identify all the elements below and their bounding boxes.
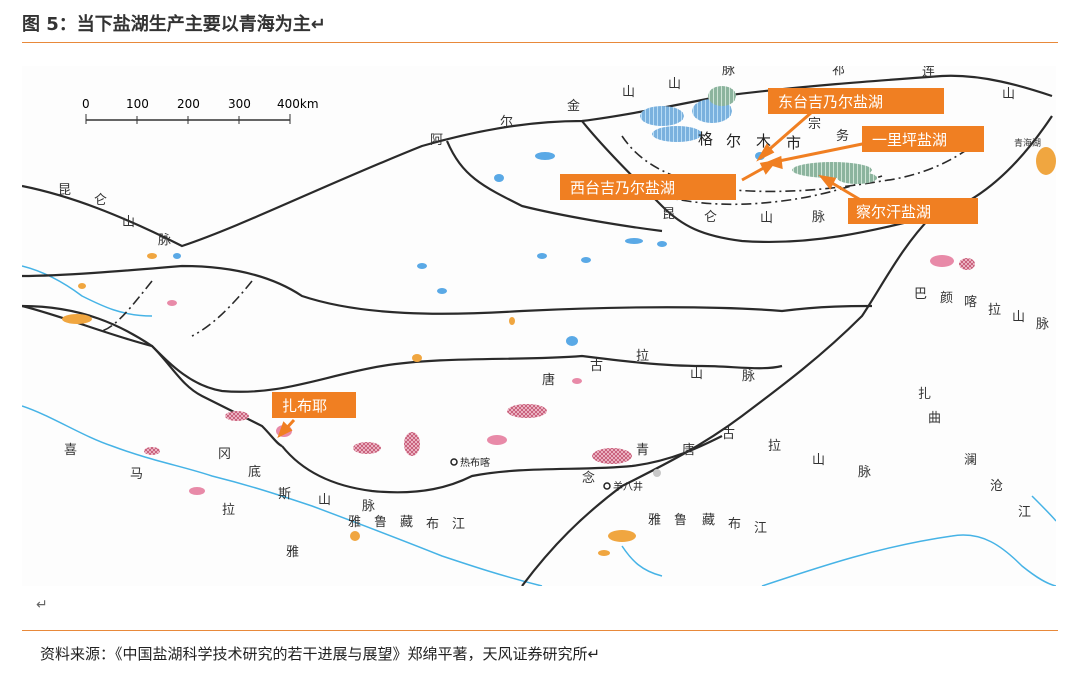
gangdise-5: 脉 [362, 499, 375, 514]
scale-tick-200: 200 [177, 97, 200, 111]
gangdise-2: 底 [248, 464, 261, 480]
river-e-1: 扎 [918, 387, 931, 402]
qilian-4: 连 [922, 66, 935, 80]
yarlung-w-3: 藏 [400, 515, 413, 530]
title-rule [22, 42, 1058, 43]
salt-lake-map: 0 100 200 300 400km [22, 66, 1056, 586]
yarlung-w-4: 布 [426, 517, 439, 532]
river-e-3: 澜 [964, 453, 977, 468]
town-rebuka: 热布喀 [460, 456, 490, 469]
callout-chaerhan-text: 察尔汗盐湖 [856, 203, 931, 221]
bayankala-6: 脉 [1036, 317, 1049, 332]
golmud-1: 格 [698, 130, 713, 148]
scale-tick-0: 0 [82, 97, 90, 111]
tanggula-w-1: 唐 [542, 372, 555, 388]
callout-dongtai: 东台吉乃尔盐湖 [768, 88, 944, 114]
tanggula-e-4: 山 [812, 453, 825, 468]
gangdise-1: 冈 [218, 447, 231, 462]
tanggula-w-3: 拉 [636, 349, 649, 364]
gangdise-3: 斯 [278, 487, 291, 502]
yarlung-e-5: 江 [754, 521, 767, 536]
river-e-7: 务 [836, 128, 849, 144]
nyainqen-1: 青 [636, 443, 649, 458]
scale-tick-300: 300 [228, 97, 251, 111]
source-text: 资料来源：《中国盐湖科学技术研究的若干进展与展望》郑绵平著，天风证券研究所↵ [40, 645, 601, 663]
himalaya-1: 喜 [64, 443, 77, 458]
kunlun-e-2: 仑 [704, 210, 717, 225]
return-mark: ↵ [36, 597, 48, 613]
aerjin-1: 阿 [430, 133, 443, 148]
tanggula-w-2: 古 [590, 359, 603, 374]
kunlun-w-2: 仑 [94, 193, 107, 208]
boundaries [22, 74, 1053, 586]
tanggula-e-5: 脉 [858, 465, 871, 480]
aerjin-4: 山 [622, 85, 635, 100]
tanggula-e-1: 唐 [682, 442, 695, 458]
bayankala-3: 喀 [964, 294, 977, 310]
callout-xitai-text: 西台吉乃尔盐湖 [570, 179, 675, 197]
river-e-2: 曲 [928, 411, 941, 426]
qilian-3: 祁 [832, 66, 845, 78]
qinghai-lake-label: 青海湖 [1014, 137, 1041, 149]
kunlun-e-3: 山 [760, 211, 773, 226]
kunlun-w-3: 山 [122, 215, 135, 230]
aerjin-2: 尔 [500, 115, 513, 130]
river-e-6: 宗 [808, 116, 821, 132]
tanggula-e-3: 拉 [768, 439, 781, 454]
qilian-1: 山 [668, 77, 681, 92]
yarlung-w-2: 鲁 [374, 515, 387, 530]
river-e-4: 沧 [990, 478, 1003, 494]
scale-bar: 0 100 200 300 400km [82, 97, 319, 124]
qilian-2: 脉 [722, 66, 735, 78]
kunlun-e-4: 脉 [812, 210, 825, 225]
qilian-5: 山 [1002, 87, 1015, 102]
scale-tick-400km: 400km [277, 97, 319, 111]
callout-xitai: 西台吉乃尔盐湖 [560, 174, 736, 200]
bayankala-5: 山 [1012, 310, 1025, 325]
himalaya-4: 雅 [286, 545, 299, 560]
yarlung-e-2: 鲁 [674, 513, 687, 528]
callout-dongtai-text: 东台吉乃尔盐湖 [778, 93, 883, 111]
bayankala-4: 拉 [988, 303, 1001, 318]
himalaya-3: 拉 [222, 503, 235, 518]
salt-lakes [62, 86, 1056, 556]
kunlun-w-1: 昆 [58, 183, 71, 198]
river-e-5: 江 [1018, 505, 1031, 520]
figure-title: 图 5：当下盐湖生产主要以青海为主↵ [22, 14, 326, 35]
nyainqen-2: 念 [582, 470, 595, 486]
scale-tick-100: 100 [126, 97, 149, 111]
tanggula-e-2: 古 [722, 427, 735, 442]
callout-chaerhan: 察尔汗盐湖 [848, 198, 978, 224]
bayankala-1: 巴 [914, 287, 927, 302]
callout-zabuye-text: 扎布耶 [282, 397, 327, 415]
bayankala-2: 颜 [940, 290, 953, 306]
gangdise-4: 山 [318, 493, 331, 508]
yarlung-w-1: 雅 [348, 515, 361, 530]
source-rule [22, 630, 1058, 631]
kunlun-w-4: 脉 [158, 233, 171, 248]
yarlung-e-1: 雅 [648, 513, 661, 528]
tanggula-w-4: 山 [690, 367, 703, 382]
yarlung-e-3: 藏 [702, 513, 715, 528]
callout-zabuye: 扎布耶 [272, 392, 356, 418]
kunlun-e-1: 昆 [662, 207, 675, 222]
town-yangbajing: 羊八井 [613, 480, 643, 493]
callout-yiliping-text: 一里坪盐湖 [872, 131, 947, 149]
yarlung-w-5: 江 [452, 517, 465, 532]
callout-yiliping: 一里坪盐湖 [862, 126, 984, 152]
tanggula-w-5: 脉 [742, 369, 755, 384]
golmud-4: 市 [786, 134, 801, 152]
golmud-2: 尔 [726, 132, 741, 150]
rivers [22, 265, 1056, 586]
aerjin-3: 金 [567, 98, 580, 114]
himalaya-2: 马 [130, 467, 143, 482]
yarlung-e-4: 布 [728, 517, 741, 532]
